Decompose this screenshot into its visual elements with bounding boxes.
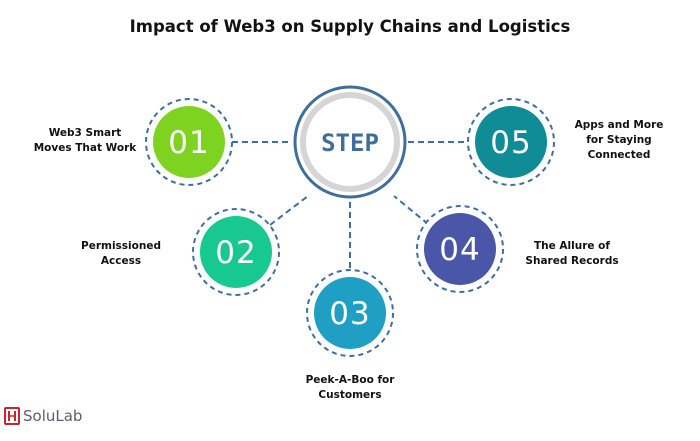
step-03-circle [314,277,386,349]
step-04-number: 04 [439,232,480,268]
step-02-number: 02 [215,235,256,271]
solulab-logo: SoluLab [4,407,82,425]
step-01-node: 01 [145,98,233,186]
step-04-label-line2: Shared Records [525,255,619,267]
step-04-node: 04 [416,205,504,293]
page-title: Impact of Web3 on Supply Chains and Logi… [129,17,571,36]
step-05-number: 05 [490,125,531,161]
step-05-node: 05 [467,98,555,186]
step-05-circle [475,106,547,178]
step-04-circle [424,213,496,285]
step-05-label-line2: for Staying [586,134,652,146]
step-01-label: Web3 Smart Moves That Work [30,126,140,156]
step-03-number: 03 [329,296,370,332]
connector-04 [393,195,429,225]
center-inner-ring [300,92,400,192]
step-04-label-line1: The Allure of [534,240,610,252]
step-05-label: Apps and More for Staying Connected [564,118,674,163]
solulab-logo-icon [4,407,20,425]
step-01-label-line1: Web3 Smart [48,127,122,139]
step-04-label: The Allure of Shared Records [517,239,627,269]
logo-text: SoluLab [23,407,83,425]
step-03-node: 03 [306,269,394,357]
center-step-node: STEP [293,85,407,199]
step-02-label-line2: Access [100,255,142,267]
step-03-label: Peek-A-Boo for Customers [295,373,405,403]
step-02-circle [200,216,272,288]
center-step-text: STEP [321,129,379,157]
step-01-circle [153,106,225,178]
step-02-node: 02 [192,208,280,296]
step-02-label-line1: Permissioned [81,240,161,252]
step-03-label-line1: Peek-A-Boo for [305,374,395,386]
step-02-label: Permissioned Access [66,239,176,269]
step-05-label-line1: Apps and More [574,119,664,131]
step-03-label-line2: Customers [318,389,382,401]
step-01-label-line2: Moves That Work [33,142,137,154]
step-05-label-line3: Connected [587,149,651,161]
step-01-number: 01 [168,125,209,161]
connectors [232,141,468,270]
connector-02 [269,195,309,226]
